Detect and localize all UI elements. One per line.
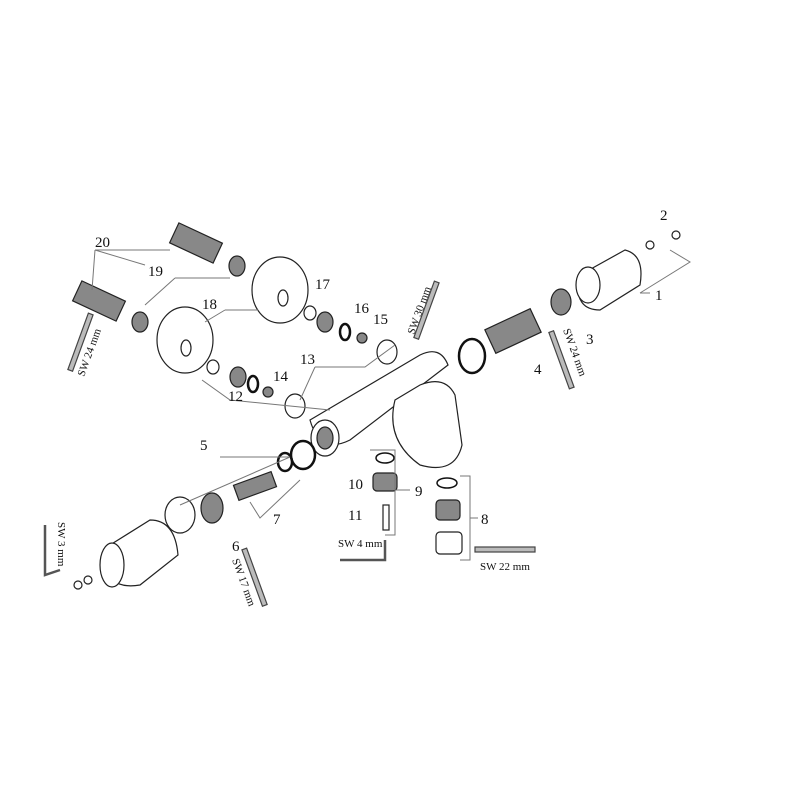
- label-18: 18: [202, 297, 217, 313]
- label-1: 1: [655, 288, 663, 304]
- right-handle: [457, 230, 681, 375]
- label-14: 14: [273, 369, 289, 385]
- label-10: 10: [348, 477, 363, 493]
- label-19: 19: [148, 264, 163, 280]
- leader-lines: [91, 249, 691, 561]
- label-11: 11: [348, 508, 362, 524]
- label-12: 12: [228, 389, 243, 405]
- label-20: 20: [95, 235, 110, 251]
- label-4: 4: [534, 362, 542, 378]
- left-handle: [73, 439, 317, 590]
- label-8: 8: [481, 512, 489, 528]
- label-3: 3: [586, 332, 594, 348]
- label-5: 5: [200, 438, 208, 454]
- label-7: 7: [273, 512, 281, 528]
- label-9: 9: [415, 484, 423, 500]
- label-17: 17: [315, 277, 331, 293]
- mixer-body: [309, 351, 463, 469]
- label-13: 13: [300, 352, 315, 368]
- tool-label-sw22: SW 22 mm: [480, 561, 530, 573]
- spout-parts: [372, 452, 463, 555]
- part-labels: 1 2 3 4 5 6 7 8 9 10 11 12 13 14 15 16 1…: [95, 208, 668, 555]
- tools: [43, 280, 575, 607]
- label-6: 6: [232, 539, 240, 555]
- label-15: 15: [373, 312, 388, 328]
- label-2: 2: [660, 208, 668, 224]
- label-16: 16: [354, 301, 370, 317]
- tool-label-sw3: SW 3 mm: [55, 522, 67, 567]
- tool-label-sw4: SW 4 mm: [338, 538, 383, 550]
